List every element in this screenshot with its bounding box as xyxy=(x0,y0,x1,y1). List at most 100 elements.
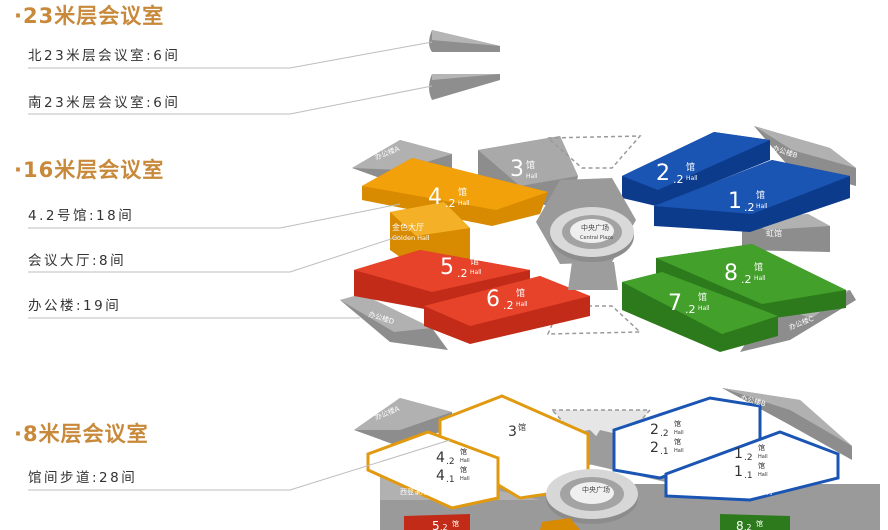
svg-text:.1: .1 xyxy=(446,475,455,485)
hall8-label-2-2: 2.2 馆 Hall xyxy=(650,419,684,439)
svg-text:Hall: Hall xyxy=(754,275,766,282)
svg-text:Hall: Hall xyxy=(686,175,698,182)
svg-text:2: 2 xyxy=(656,161,670,186)
plaza-zh: 中央广场 xyxy=(581,223,609,232)
hall-label-4-2: 4.2馆 Hall xyxy=(428,185,470,210)
golden-hall-en: Golden Hall xyxy=(392,234,430,242)
svg-text:Hall: Hall xyxy=(460,476,470,482)
svg-text:.1: .1 xyxy=(744,471,753,481)
svg-text:.2: .2 xyxy=(744,523,752,530)
north-23m-room-shape xyxy=(429,30,500,52)
svg-text:.2: .2 xyxy=(457,267,468,280)
svg-text:2: 2 xyxy=(650,440,659,456)
svg-text:.2: .2 xyxy=(660,429,669,439)
hall8-label-1-1: 1.1 馆 Hall xyxy=(734,461,768,481)
svg-text:馆: 馆 xyxy=(758,461,765,470)
svg-text:1: 1 xyxy=(734,446,743,462)
svg-text:5: 5 xyxy=(440,255,454,280)
svg-text:1: 1 xyxy=(734,464,743,480)
hall-label-6-2: 6.2馆 Hall xyxy=(486,287,528,312)
svg-text:7: 7 xyxy=(668,291,682,316)
svg-text:馆: 馆 xyxy=(686,161,695,173)
svg-text:Hall: Hall xyxy=(674,448,684,454)
svg-text:馆: 馆 xyxy=(758,443,765,452)
svg-text:6: 6 xyxy=(486,287,500,312)
svg-text:馆: 馆 xyxy=(526,159,535,171)
svg-text:馆: 馆 xyxy=(470,255,479,267)
svg-text:.2: .2 xyxy=(440,523,448,530)
tag-east: 虹馆 xyxy=(766,228,782,238)
svg-text:馆: 馆 xyxy=(518,422,526,432)
hall8-label-5-2: 5.2 馆 xyxy=(432,519,459,530)
row-south-23m: 南23米层会议室:6间 xyxy=(28,95,181,111)
svg-text:馆: 馆 xyxy=(756,519,763,528)
svg-text:Hall: Hall xyxy=(460,458,470,464)
row-north-23m: 北23米层会议室:6间 xyxy=(28,48,181,64)
svg-text:馆: 馆 xyxy=(460,465,467,474)
svg-text:8: 8 xyxy=(736,519,744,530)
hall-label-7-2: 7.2馆 Hall xyxy=(668,291,710,316)
svg-text:1: 1 xyxy=(728,189,742,214)
svg-text:馆: 馆 xyxy=(452,519,459,528)
svg-text:Hall: Hall xyxy=(698,305,710,312)
tag8-e: 东登录厅 xyxy=(746,487,774,496)
svg-text:4: 4 xyxy=(436,468,445,484)
svg-text:Hall: Hall xyxy=(526,173,538,180)
svg-text:Hall: Hall xyxy=(516,301,528,308)
hall-label-2-2: 2.2馆 Hall xyxy=(656,161,698,186)
heading-16m: ·16米层会议室 xyxy=(14,158,165,182)
svg-text:馆: 馆 xyxy=(698,291,707,303)
south-23m-room-shape xyxy=(429,74,500,100)
row-hall-4-2: 4.2号馆:18间 xyxy=(28,208,135,224)
svg-text:4: 4 xyxy=(428,185,442,210)
hall8-label-8-2: 8.2 馆 xyxy=(736,519,763,530)
svg-text:.2: .2 xyxy=(741,273,752,286)
svg-text:.2: .2 xyxy=(673,173,684,186)
hall8-label-1-2: 1.2 馆 Hall xyxy=(734,443,768,463)
svg-text:Hall: Hall xyxy=(758,454,768,460)
svg-text:2: 2 xyxy=(650,422,659,438)
svg-text:8: 8 xyxy=(724,261,738,286)
svg-text:Hall: Hall xyxy=(470,269,482,276)
hall-label-5-2: 5.2馆 Hall xyxy=(440,255,482,280)
row-walkway: 馆间步道:28间 xyxy=(28,470,138,486)
svg-text:馆: 馆 xyxy=(516,287,525,299)
svg-text:3: 3 xyxy=(510,157,524,182)
svg-text:.2: .2 xyxy=(744,453,753,463)
svg-text:馆: 馆 xyxy=(754,261,763,273)
svg-text:.1: .1 xyxy=(660,447,669,457)
heading-23m: ·23米层会议室 xyxy=(14,4,165,28)
hall-label-8-2: 8.2馆 Hall xyxy=(724,261,766,286)
svg-text:馆: 馆 xyxy=(674,419,681,428)
map-16m xyxy=(340,126,856,352)
tag8-w: 西登录厅 xyxy=(400,487,428,496)
svg-text:.2: .2 xyxy=(446,457,455,467)
heading-8m: ·8米层会议室 xyxy=(14,422,149,446)
svg-text:.2: .2 xyxy=(445,197,456,210)
svg-text:Hall: Hall xyxy=(758,472,768,478)
svg-text:.2: .2 xyxy=(744,201,755,214)
row-conference-hall: 会议大厅:8间 xyxy=(28,253,127,269)
hall-1-8m xyxy=(664,430,840,502)
svg-text:3: 3 xyxy=(508,424,517,440)
plaza-en: Central Plaza xyxy=(580,235,613,241)
svg-text:.2: .2 xyxy=(503,299,514,312)
svg-text:馆: 馆 xyxy=(674,437,681,446)
svg-text:馆: 馆 xyxy=(756,189,765,201)
svg-text:Hall: Hall xyxy=(458,200,470,207)
svg-text:Hall: Hall xyxy=(674,430,684,436)
row-office-building: 办公楼:19间 xyxy=(28,298,122,314)
svg-text:.2: .2 xyxy=(685,303,696,316)
hall8-label-2-1: 2.1 馆 Hall xyxy=(650,437,684,457)
svg-text:4: 4 xyxy=(436,450,445,466)
svg-text:馆: 馆 xyxy=(458,186,467,198)
plaza-8m: 中央广场 xyxy=(582,485,610,494)
svg-text:5: 5 xyxy=(432,519,440,530)
svg-text:馆: 馆 xyxy=(460,447,467,456)
